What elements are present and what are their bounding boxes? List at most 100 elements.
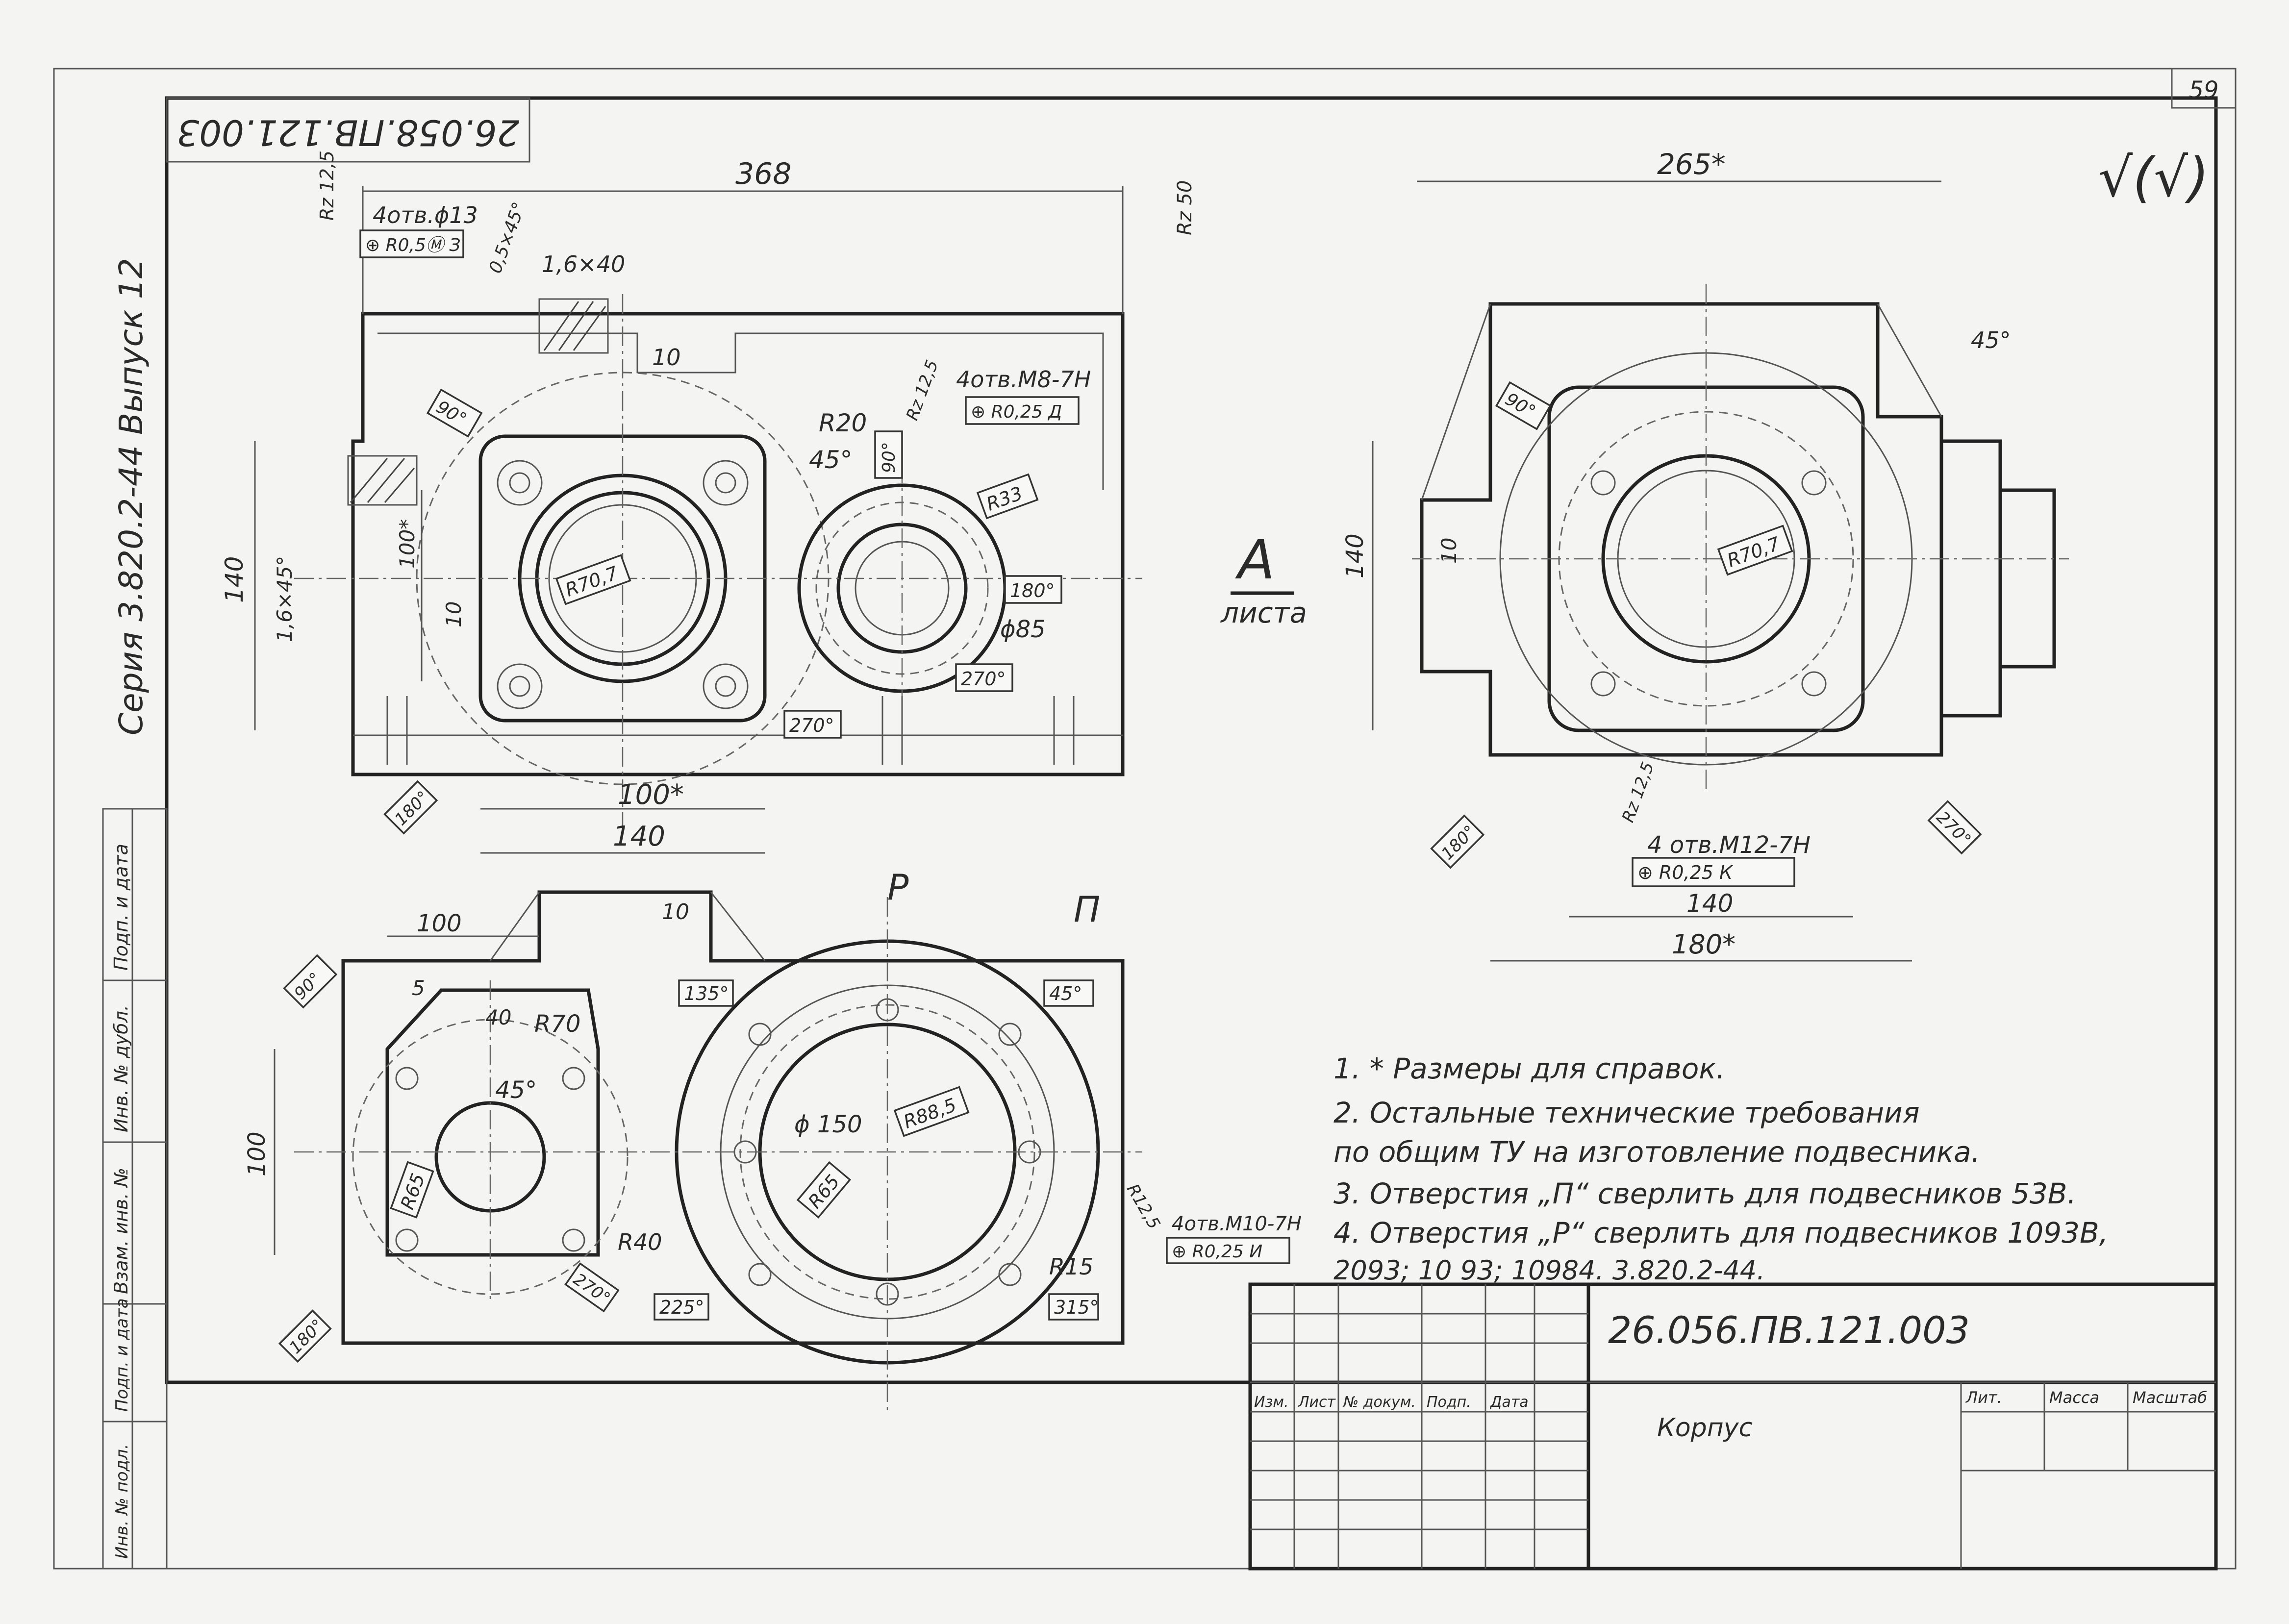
angle-45-mid: 45° (495, 1076, 537, 1104)
dim-d150: ϕ 150 (794, 1111, 862, 1138)
dim-10-top: 10 (652, 344, 681, 371)
tol-box-front (359, 229, 464, 258)
angle-45-right: 45° (1049, 983, 1082, 1004)
bottom-left-pitch (352, 1019, 629, 1295)
box-180-right (1004, 575, 1062, 604)
dim-100-bottomview: 100 (417, 910, 462, 937)
dim-r40: R40 (618, 1229, 662, 1255)
dim-140-side-vert: 140 (1341, 533, 1369, 578)
view-label: А (1235, 528, 1275, 591)
dim-40: 40 (485, 1005, 511, 1029)
chamfer-left: 1,6×45° (273, 556, 297, 642)
dim-180-side: 180* (1672, 929, 1736, 960)
dim-100-vert: 100* (395, 519, 419, 569)
side-boss (1939, 439, 2002, 718)
box-r707-front (555, 554, 631, 605)
box-270-bottom (564, 1262, 620, 1313)
note-4-cont: 2093; 10 93; 10984. 3.820.2-44. (1333, 1255, 1765, 1286)
angle-270-right: 270° (961, 668, 1006, 690)
tol-box-m10 (1166, 1237, 1290, 1264)
dim-10-vert: 10 (442, 601, 466, 627)
dim-r15: R15 (1049, 1253, 1094, 1280)
title-designation: 26.056.ПВ.121.003 (1608, 1308, 1970, 1352)
inner-frame (165, 96, 2218, 1384)
hdr-list: Лист (1298, 1394, 1336, 1411)
designation-box (166, 97, 530, 163)
dim-d85: ϕ85 (1000, 616, 1046, 643)
dim-r70: R70 (534, 1010, 580, 1038)
note-1: 1. * Размеры для справок. (1333, 1052, 1725, 1085)
dim-10-bottomview: 10 (662, 899, 689, 924)
series-label: Серия 3.820.2-44 Выпуск 12 (112, 258, 150, 735)
title-block: 26.056.ПВ.121.003 Изм. Лист № докум. Под… (1248, 1282, 2218, 1571)
bottom-body-outline (341, 890, 1125, 1345)
angle-45-side: 45° (1971, 327, 2011, 353)
angle-180-right: 180° (1010, 580, 1055, 601)
hdr-podp: Подп. (1427, 1394, 1471, 1411)
holes-m12-tol: ⊕ R0,25 К (1637, 862, 1734, 883)
angle-135: 135° (684, 983, 729, 1004)
strip-cell-3: Взам. инв. № (110, 1168, 132, 1294)
dim-265: 265* (1657, 148, 1726, 181)
side-bolt-holes (1590, 470, 1827, 697)
hdr-massa: Масса (2049, 1388, 2099, 1407)
holes-m12: 4 отв.М12-7Н (1647, 831, 1811, 859)
note-3: 3. Отверстия „П“ сверлить для подвеснико… (1333, 1177, 2076, 1210)
front-bolt-holes (497, 460, 749, 709)
hdr-lit: Лит. (1965, 1388, 2002, 1407)
roughness-rz50: Rz 50 (1174, 180, 1196, 235)
bottom-left-holes (395, 1067, 585, 1252)
chamfer-16x40: 1,6×40 (542, 251, 625, 277)
holes-m8: 4отв.М8-7Н (956, 366, 1091, 393)
side-ribs (1421, 303, 1942, 500)
dim-100-bottom-vert: 100 (243, 1131, 271, 1176)
dim-140-side: 140 (1686, 889, 1733, 918)
front-hatch-left (347, 455, 418, 506)
hdr-data: Дата (1489, 1394, 1529, 1411)
bottom-ribs (489, 892, 766, 961)
box-r33 (976, 473, 1039, 520)
box-270-left (783, 710, 842, 739)
dim-140-vert: 140 (220, 556, 249, 603)
title-block-grid (1250, 1284, 2216, 1569)
hdr-izm: Изм. (1254, 1394, 1289, 1411)
dim-100-bottom: 100* (618, 779, 684, 811)
dim-r125-bottom: R12,5 (1123, 1181, 1164, 1233)
strip-cell-5: Инв. № подл. (112, 1444, 132, 1559)
holes-note-13: 4отв.ϕ13 (373, 202, 478, 228)
box-90-left (426, 388, 483, 438)
tol-box-m12 (1632, 857, 1795, 887)
box-r65-left (390, 1161, 434, 1219)
box-r65-mid (796, 1161, 852, 1219)
side-boss-2 (1998, 488, 2056, 669)
box-180-left (383, 780, 438, 835)
left-strip-cells (103, 979, 167, 1423)
title-header-cells: Изм. Лист № докум. Подп. Дата Лит. Масса… (1254, 1388, 2207, 1443)
left-strip-frame (102, 808, 168, 1570)
front-feet-bolts (386, 696, 1075, 765)
roughness-rz125-top: Rz 12,5 (316, 150, 338, 221)
holes-m10: 4отв.М10-7Н (1172, 1213, 1302, 1235)
hdr-dokum: № докум. (1342, 1394, 1416, 1411)
technical-notes: 1. * Размеры для справок. 2. Остальные т… (1333, 1052, 2108, 1286)
chamfer-05: 0,5×45° (485, 200, 529, 276)
title-name: Корпус (1657, 1413, 1753, 1443)
sheet-number: 59 (2188, 76, 2218, 104)
box-135 (678, 979, 734, 1007)
box-90-bottom (283, 954, 338, 1009)
holes-tol-front: ⊕ R0,5Ⓜ З (365, 235, 460, 255)
box-r885 (893, 1086, 970, 1137)
box-270-right (955, 663, 1013, 692)
box-270-side (1927, 800, 1982, 855)
view-sublabel: листа (1220, 596, 1307, 629)
strip-faint-cells: Подп. и дата Инв. № подл. (112, 1298, 132, 1559)
hdr-masshtab: Масштаб (2133, 1388, 2207, 1407)
dim-5: 5 (412, 976, 425, 1000)
box-180-bottom (278, 1309, 332, 1363)
dim-r20: R20 (819, 409, 867, 437)
front-view (254, 186, 1142, 854)
rough-rz125-side: Rz 12,5 (1618, 759, 1658, 825)
angle-270-left: 270° (789, 715, 834, 736)
roughness-mark: √(√) (2098, 146, 2209, 209)
